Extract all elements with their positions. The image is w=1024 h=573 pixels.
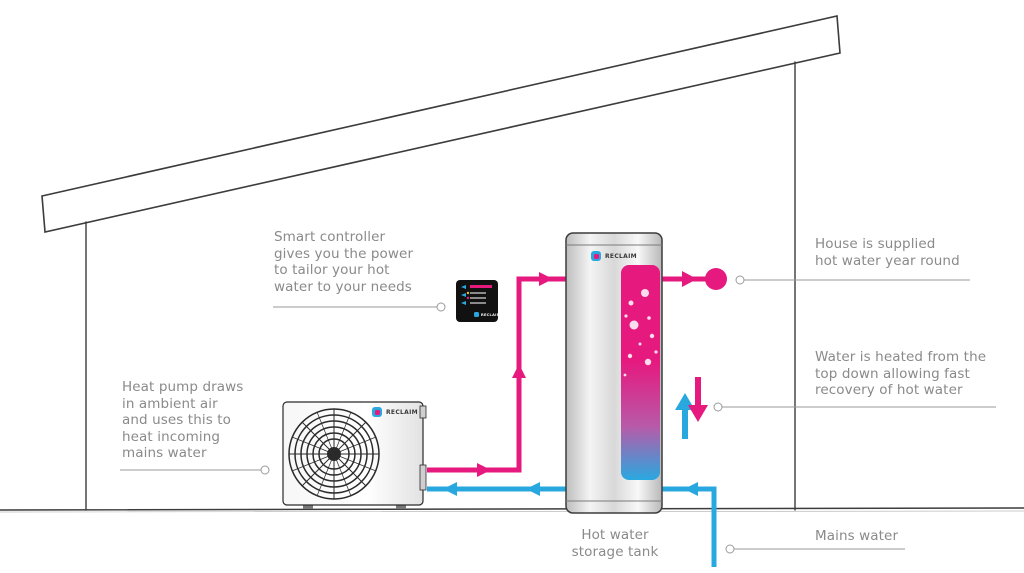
bubbles <box>623 289 658 377</box>
hot-pipe-arrows <box>477 271 697 477</box>
heating-direction-icon <box>675 377 708 439</box>
hot-outlet-tap <box>705 268 727 290</box>
house-supply-label: House is supplied hot water year round <box>815 236 960 269</box>
controller-brand-label: RECLAIM <box>481 313 501 317</box>
tank-water-window <box>621 265 660 480</box>
tank-brand-label: RECLAIM <box>605 253 637 260</box>
storage-tank <box>565 232 663 514</box>
mains-inlet-pipe <box>660 486 717 567</box>
heat-pump-brand-label: RECLAIM <box>386 409 418 416</box>
house-outline <box>0 15 1024 513</box>
controller-label: Smart controller gives you the power to … <box>274 229 414 295</box>
ground-line <box>0 507 1024 511</box>
leader-lines <box>120 275 996 554</box>
tank-logo <box>591 251 601 261</box>
heat-pump-unit <box>282 401 427 509</box>
mains-label: Mains water <box>815 528 899 544</box>
cold-pipe-arrows <box>443 482 698 496</box>
roof <box>41 15 841 233</box>
smart-controller <box>456 280 498 322</box>
tank-label: Hot water storage tank <box>571 527 659 560</box>
pump-logo <box>372 407 382 417</box>
heat-pump-label: Heat pump draws in ambient air and uses … <box>122 379 244 461</box>
heating-label: Water is heated from the top down allowi… <box>815 349 987 398</box>
